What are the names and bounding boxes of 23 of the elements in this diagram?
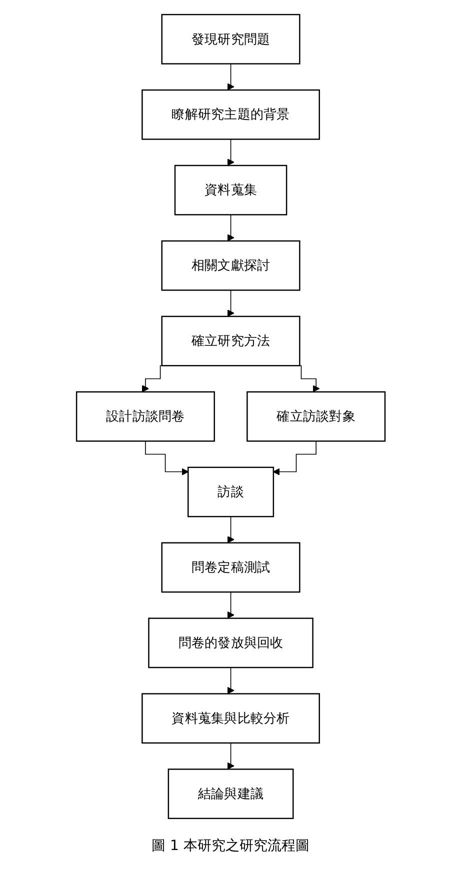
figure-caption: 圖 1 本研究之研究流程圖 [152, 837, 310, 855]
arrow [226, 290, 234, 317]
arrow [226, 138, 234, 166]
node-box: 瞭解研究主題的背景 [141, 89, 320, 140]
node-box: 訪談 [187, 466, 274, 518]
arrow [226, 667, 234, 694]
node-box: 問卷定稿測試 [160, 542, 300, 593]
node-box: 確立訪談對象 [246, 391, 386, 442]
arrow [272, 440, 316, 476]
node-box: 問卷的發放與回收 [148, 618, 314, 668]
node-box: 發現研究問題 [160, 14, 300, 64]
arrow [226, 63, 234, 90]
node-box: 結論與建議 [168, 768, 294, 820]
node-box: 資料蒐集 [174, 164, 287, 216]
node-box: 設計訪談問卷 [76, 391, 215, 442]
arrow [226, 592, 234, 619]
node-box: 確立研究方法 [160, 316, 300, 366]
arrow [144, 440, 188, 476]
node-box: 相關文獻探討 [160, 240, 300, 291]
arrow [226, 516, 234, 544]
arrow [226, 214, 234, 242]
arrow [226, 742, 234, 770]
node-box: 資料蒐集與比較分析 [141, 693, 320, 744]
